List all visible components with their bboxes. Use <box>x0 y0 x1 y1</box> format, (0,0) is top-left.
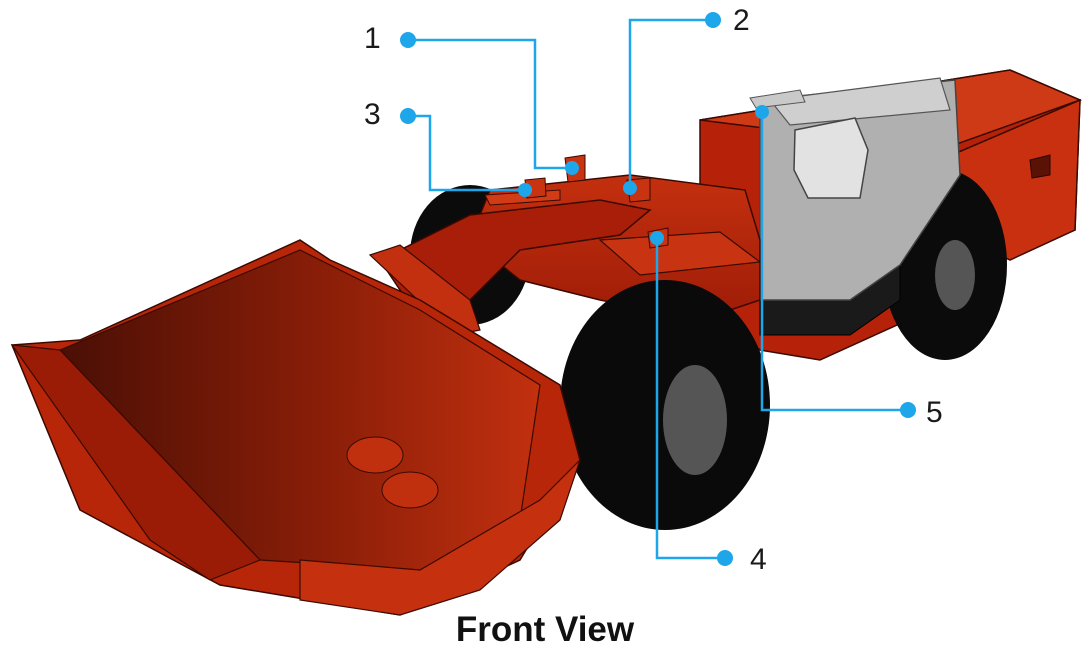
leader-5 <box>760 112 908 412</box>
callout-label-2: 2 <box>733 4 750 37</box>
view-caption: Front View <box>455 610 635 649</box>
dot-2-end <box>705 12 721 28</box>
dot-4-target <box>650 231 664 245</box>
dot-4-end <box>717 550 733 566</box>
callout-leaders <box>408 18 908 560</box>
callout-dots <box>400 12 916 566</box>
dot-1-target <box>565 161 579 175</box>
callout-label-5: 5 <box>926 396 943 429</box>
dot-1-end <box>400 32 416 48</box>
callout-label-1: 1 <box>364 22 381 55</box>
near-front-wheel <box>560 280 770 530</box>
leader-4 <box>655 238 725 560</box>
dot-5-end <box>900 402 916 418</box>
dot-3-end <box>400 108 416 124</box>
leader-2 <box>628 18 713 188</box>
leader-1 <box>408 38 572 170</box>
callout-label-4: 4 <box>750 543 767 576</box>
operator-cab <box>749 77 961 336</box>
leader-3 <box>408 114 525 192</box>
bucket <box>10 239 581 616</box>
dot-3-target <box>518 183 532 197</box>
dot-5-target <box>755 105 769 119</box>
callout-label-3: 3 <box>364 98 381 131</box>
dot-2-target <box>623 181 637 195</box>
